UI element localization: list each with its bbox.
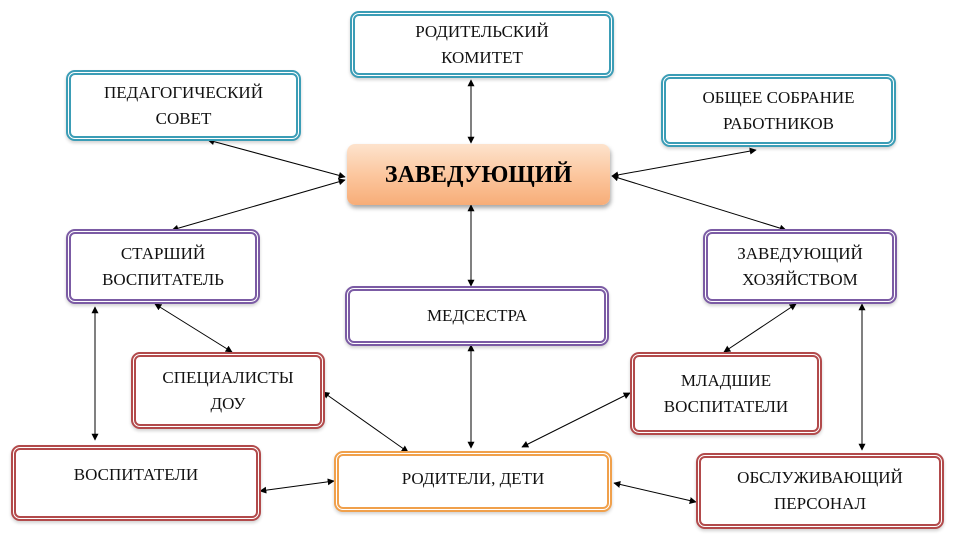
node-head: ЗАВЕДУЮЩИЙ xyxy=(347,144,610,205)
node-specialists: СПЕЦИАЛИСТЫ ДОУ xyxy=(131,352,325,429)
node-nurse: МЕДСЕСТРА xyxy=(345,286,609,346)
node-label: ПЕДАГОГИЧЕСКИЙ СОВЕТ xyxy=(104,82,263,128)
node-parents-children: РОДИТЕЛИ, ДЕТИ xyxy=(334,451,612,512)
arrow-specialists-parents xyxy=(322,391,409,453)
arrow-head-household-manager xyxy=(611,174,787,232)
arrow-head-senior-teacher xyxy=(171,178,346,232)
arrow-senior-teacher-specialists xyxy=(154,303,233,353)
arrow-household-manager-junior-teachers xyxy=(723,303,797,353)
node-household-manager: ЗАВЕДУЮЩИЙ ХОЗЯЙСТВОМ xyxy=(703,229,897,304)
node-pedagogical-council: ПЕДАГОГИЧЕСКИЙ СОВЕТ xyxy=(66,70,301,141)
arrow-parents-service-staff xyxy=(613,481,697,504)
node-label: ОБСЛУЖИВАЮЩИЙ ПЕРСОНАЛ xyxy=(737,468,903,513)
node-label: ОБЩЕЕ СОБРАНИЕ РАБОТНИКОВ xyxy=(702,87,855,133)
node-label: СПЕЦИАЛИСТЫ ДОУ xyxy=(162,367,294,413)
node-label: СТАРШИЙ ВОСПИТАТЕЛЬ xyxy=(102,243,224,289)
arrow-head-pedagogical-council xyxy=(207,138,346,179)
node-label: МЕДСЕСТРА xyxy=(426,306,528,325)
node-service-staff: ОБСЛУЖИВАЮЩИЙ ПЕРСОНАЛ xyxy=(696,453,944,529)
node-senior-teacher: СТАРШИЙ ВОСПИТАТЕЛЬ xyxy=(66,229,260,304)
node-label: ЗАВЕДУЮЩИЙ xyxy=(384,161,573,188)
node-label: РОДИТЕЛЬСКИЙ КОМИТЕТ xyxy=(415,21,549,67)
node-label: МЛАДШИЕ ВОСПИТАТЕЛИ xyxy=(663,370,789,416)
node-label: РОДИТЕЛИ, ДЕТИ xyxy=(401,469,545,488)
arrow-junior-teachers-parents xyxy=(521,392,631,448)
arrow-teachers-parents xyxy=(259,478,335,494)
node-label: ВОСПИТАТЕЛИ xyxy=(73,465,199,484)
node-label: ЗАВЕДУЮЩИЙ ХОЗЯЙСТВОМ xyxy=(737,243,863,289)
node-teachers: ВОСПИТАТЕЛИ xyxy=(11,445,261,521)
node-junior-teachers: МЛАДШИЕ ВОСПИТАТЕЛИ xyxy=(630,352,822,435)
node-general-meeting: ОБЩЕЕ СОБРАНИЕ РАБОТНИКОВ xyxy=(661,74,896,147)
node-parent-committee: РОДИТЕЛЬСКИЙ КОМИТЕТ xyxy=(350,11,614,78)
arrow-head-general-meeting xyxy=(611,147,757,179)
